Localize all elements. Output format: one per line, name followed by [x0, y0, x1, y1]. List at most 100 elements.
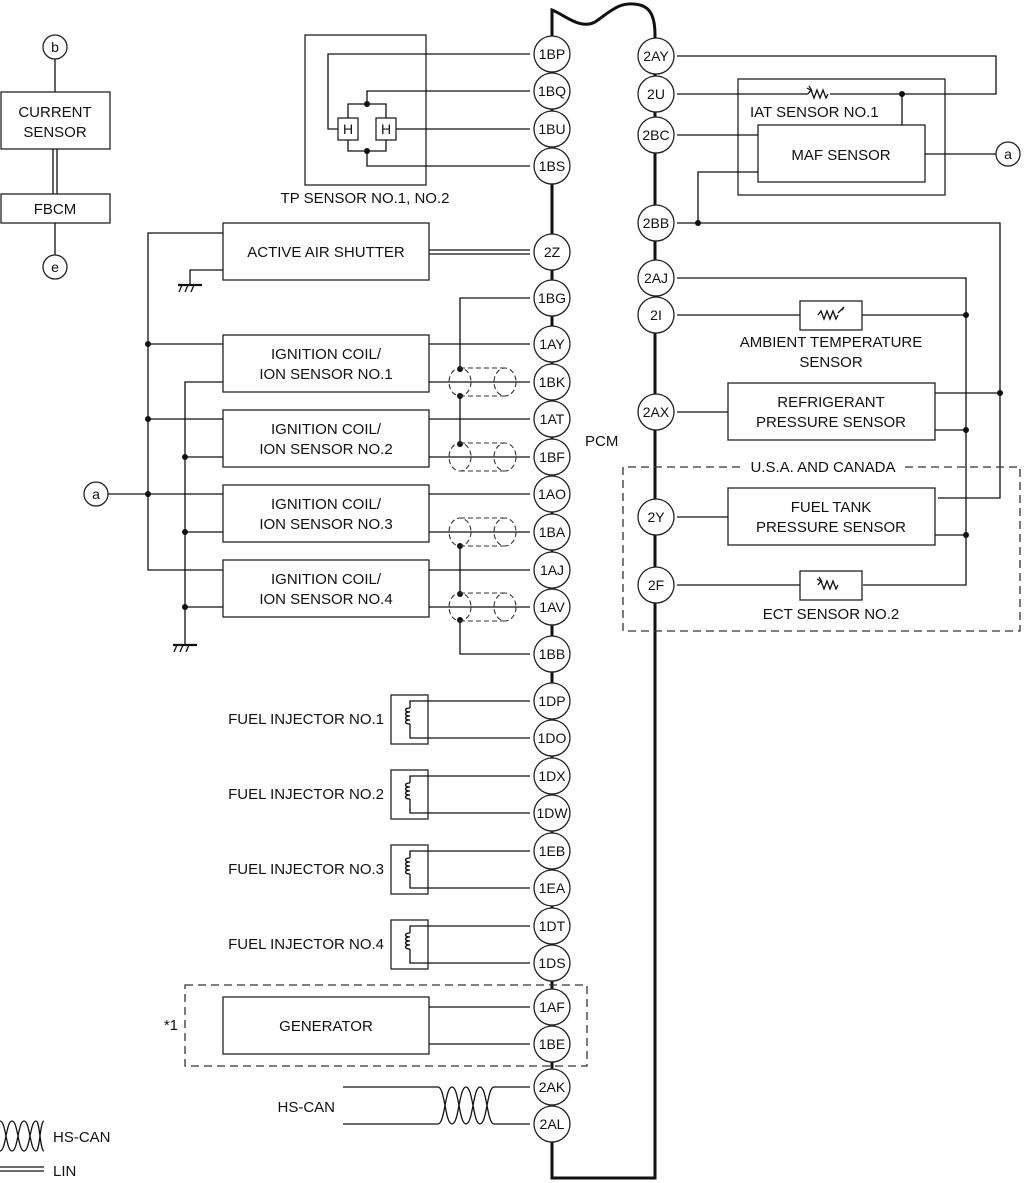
left-pin-1bq: [533, 72, 571, 110]
left-pin-1dp: [533, 682, 571, 720]
iat-maf-group: MAF SENSOR IAT SENSOR NO.1 a: [677, 55, 1021, 499]
left-pin-1av: [533, 588, 571, 626]
left-pin-1bs: [533, 147, 571, 185]
active-air-shutter-box: [222, 222, 430, 281]
thermistor-icon: [817, 309, 839, 321]
svg-text:b: b: [51, 39, 59, 55]
ground-icon: [173, 643, 197, 653]
left-pin-1ba: [533, 513, 571, 551]
left-pin-label: 1AV: [539, 599, 565, 615]
connector-a-right: [995, 141, 1021, 167]
generator-box: [222, 996, 430, 1055]
connector-e: [42, 254, 68, 280]
left-pin-label: 1BK: [539, 374, 566, 390]
active-air-shutter-group: ACTIVE AIR SHUTTER: [147, 222, 530, 571]
left-pin-1dt: [533, 907, 571, 945]
svg-text:e: e: [51, 259, 59, 275]
svg-text:HS-CAN: HS-CAN: [277, 1099, 335, 1116]
left-pin-label: 2AL: [540, 1116, 565, 1132]
left-pin-1bu: [533, 110, 571, 148]
ground-icon: [178, 283, 202, 293]
pcm-label: PCM: [585, 433, 618, 450]
fuel-injector-3: FUEL INJECTOR NO.3: [228, 844, 530, 895]
left-pin-label: 1AO: [538, 486, 566, 502]
left-pin-label: 2Z: [544, 244, 561, 260]
shield-1bf: [448, 442, 517, 472]
left-pin-label: 1EA: [539, 880, 566, 896]
svg-text:HS-CAN: HS-CAN: [53, 1129, 111, 1146]
svg-text:MAF SENSOR: MAF SENSOR: [791, 147, 890, 164]
right-pin-label: 2AY: [643, 48, 669, 64]
svg-text:IGNITION COIL/: IGNITION COIL/: [271, 346, 382, 363]
left-pin-label: 1DS: [538, 955, 565, 971]
left-pin-1at: [533, 400, 571, 438]
right-pin-2ay: [637, 37, 675, 75]
ambient-refrigerant-group: AMBIENT TEMPERATURE SENSOR REFRIGERANT P…: [677, 277, 1003, 586]
generator-option-region: [184, 984, 588, 1067]
hs-can-legend-icon: [0, 1120, 45, 1152]
svg-text:a: a: [1004, 146, 1012, 162]
twisted-pair-icon: [437, 1086, 495, 1125]
left-pin-label: 1BP: [539, 46, 565, 62]
svg-text:H: H: [381, 121, 391, 137]
generator-group: *1 GENERATOR: [164, 984, 588, 1067]
current-sensor-group: b CURRENT SENSOR FBCM e: [0, 34, 111, 280]
left-pin-2z: [533, 233, 571, 271]
usa-canada-label: U.S.A. AND CANADA: [750, 459, 895, 476]
svg-text:CURRENT: CURRENT: [18, 104, 91, 121]
ignition-coil-1-box: [222, 334, 430, 393]
fuel-injectors-group: FUEL INJECTOR NO.1 FUEL INJECTOR NO.2 FU…: [228, 694, 530, 970]
right-pin-2ax: [637, 393, 675, 431]
right-pin-label: 2AJ: [644, 270, 668, 286]
refrigerant-pressure-sensor-box: [727, 382, 936, 441]
left-pin-column: 1BP1BQ1BU1BS2Z1BG1AY1BK1AT1BF1AO1BA1AJ1A…: [533, 35, 571, 1143]
svg-text:IGNITION COIL/: IGNITION COIL/: [271, 421, 382, 438]
left-pin-label: 1AJ: [540, 562, 564, 578]
left-pin-1bb: [533, 635, 571, 673]
left-pin-label: 1DP: [538, 693, 565, 709]
left-pin-2ak: [533, 1068, 571, 1106]
shield-1bk: [448, 367, 517, 397]
svg-text:FUEL INJECTOR NO.3: FUEL INJECTOR NO.3: [228, 861, 384, 878]
fbcm-box: [0, 193, 111, 224]
left-pin-label: 1BS: [539, 158, 565, 174]
ignition-coil-4-box: [222, 559, 430, 618]
svg-text:FUEL INJECTOR NO.1: FUEL INJECTOR NO.1: [228, 711, 384, 728]
left-pin-1ay: [533, 325, 571, 363]
right-pin-label: 2I: [650, 307, 662, 323]
left-pin-label: 1DW: [536, 805, 568, 821]
right-pin-2y: [637, 498, 675, 536]
left-pin-label: 1BF: [539, 449, 565, 465]
maf-sensor-box: [757, 124, 926, 183]
left-pin-label: 1BG: [538, 290, 566, 306]
left-pin-2al: [533, 1105, 571, 1143]
left-pin-1bp: [533, 35, 571, 73]
svg-text:GENERATOR: GENERATOR: [279, 1018, 373, 1035]
left-pin-1eb: [533, 832, 571, 870]
left-pin-1ea: [533, 869, 571, 907]
svg-text:FBCM: FBCM: [34, 201, 77, 218]
svg-text:SENSOR: SENSOR: [23, 124, 87, 141]
right-pin-label: 2U: [647, 86, 665, 102]
svg-text:ION SENSOR NO.3: ION SENSOR NO.3: [259, 516, 392, 533]
right-pin-2bc: [637, 116, 675, 154]
hs-can-group: HS-CAN: [277, 1086, 530, 1125]
tp-sensor-label: TP SENSOR NO.1, NO.2: [281, 190, 450, 207]
fuel-injector-4: FUEL INJECTOR NO.4: [228, 919, 530, 970]
usa-canada-group: U.S.A. AND CANADA FUEL TANK PRESSURE SEN…: [622, 459, 1021, 632]
right-pin-label: 2BB: [643, 215, 669, 231]
ignition-coil-3-box: [222, 484, 430, 543]
left-pin-1do: [533, 719, 571, 757]
right-pin-2f: [637, 566, 675, 604]
right-pin-label: 2AX: [643, 404, 670, 420]
fuel-tank-pressure-sensor-box: [727, 487, 936, 546]
left-pin-label: 1BA: [539, 524, 566, 540]
left-pin-label: 2AK: [539, 1079, 566, 1095]
svg-text:PRESSURE SENSOR: PRESSURE SENSOR: [756, 519, 906, 536]
shield-1ba: [448, 517, 517, 547]
left-pin-label: 1BQ: [538, 83, 566, 99]
right-pin-label: 2Y: [647, 509, 665, 525]
left-pin-label: 1BB: [539, 646, 565, 662]
left-pin-1bf: [533, 438, 571, 476]
svg-text:IGNITION COIL/: IGNITION COIL/: [271, 571, 382, 588]
